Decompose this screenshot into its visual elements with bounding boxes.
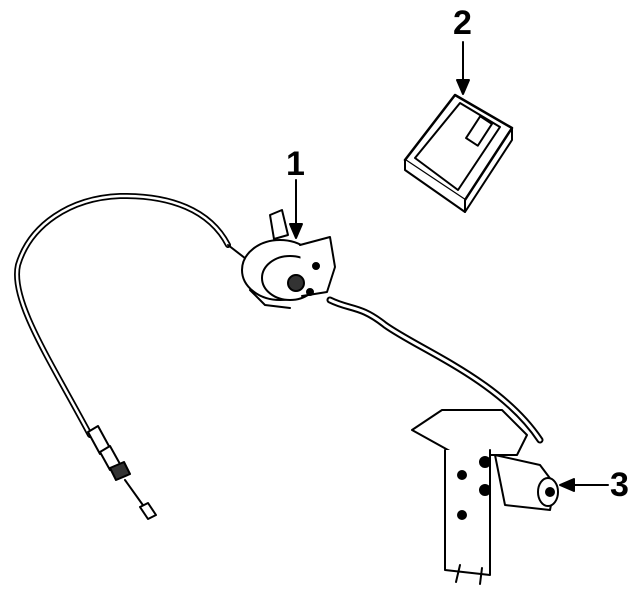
throttle-cable [14, 192, 231, 520]
callout-leaders [289, 41, 609, 492]
actuator [227, 209, 336, 309]
vacuum-hose [326, 296, 544, 444]
callout-3: 3 [610, 466, 629, 504]
callout-1: 1 [286, 145, 305, 183]
callout-2: 2 [453, 4, 472, 42]
pump-assembly [411, 409, 559, 585]
control-module [403, 93, 514, 213]
